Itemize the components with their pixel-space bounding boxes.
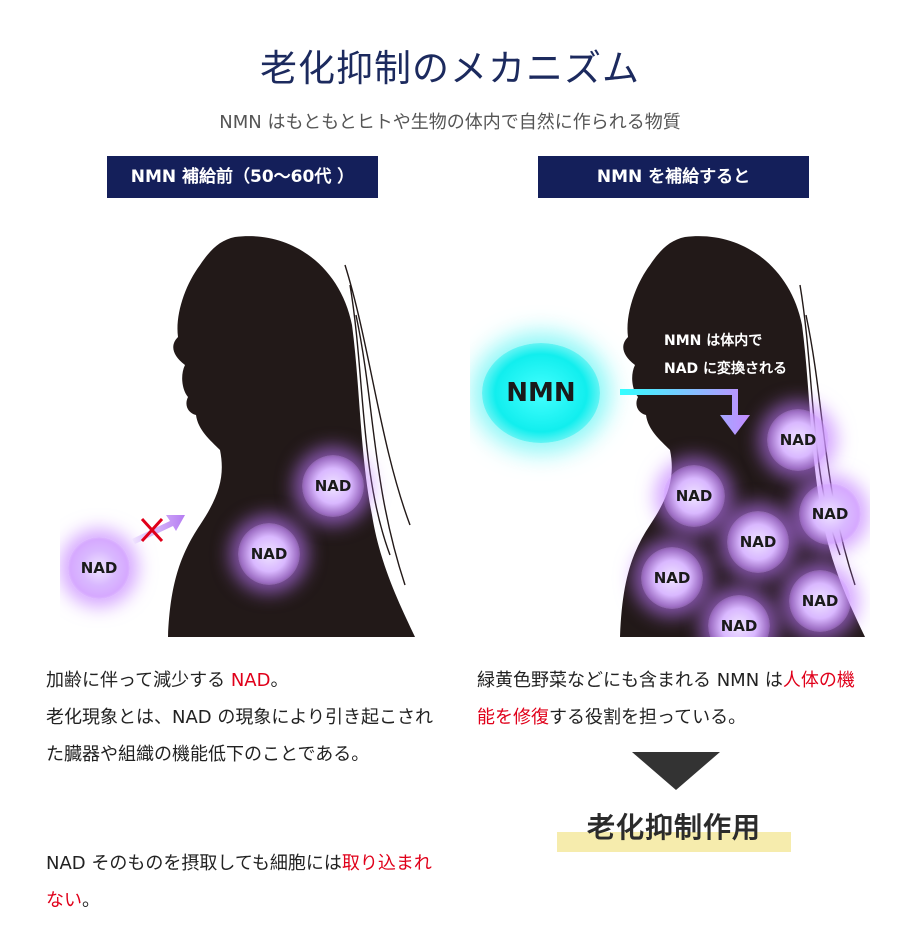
- conversion-note: NMN は体内で NAD に変換される: [664, 327, 787, 383]
- nad-outside-orb: NAD: [68, 537, 130, 599]
- text-span: する役割を担っている。: [549, 707, 747, 728]
- after-illustration: NMN NMN は体内で NAD に変換される NAD NAD NAD NAD …: [470, 225, 870, 637]
- nad-body-orb: NAD: [727, 511, 789, 573]
- before-illustration: NAD NAD NAD: [60, 225, 420, 637]
- text-span: 緑黄色野菜などにも含まれる NMN は: [477, 670, 783, 691]
- nad-label: NAD: [675, 487, 713, 505]
- highlight-text: 人体の機能を修復: [477, 670, 855, 728]
- tag-after-nmn: NMN を補給すると: [538, 156, 809, 198]
- description-line: 加齢に伴って減少する NAD。: [46, 662, 436, 699]
- woman-silhouette-left: [168, 236, 415, 637]
- result-highlight: [557, 832, 791, 852]
- description-paragraph: 老化現象とは、NAD の現象により引き起こされた臓器や組織の機能低下のことである…: [46, 707, 433, 765]
- nad-label: NAD: [314, 477, 352, 495]
- before-note: NAD そのものを摂取しても細胞には取り込まれない。: [46, 845, 446, 919]
- down-arrow-icon: [632, 752, 720, 790]
- nmn-orb: NMN: [482, 343, 600, 443]
- page-subtitle: NMN はもともとヒトや生物の体内で自然に作られる物質: [219, 112, 681, 133]
- blocked-arrow-icon: [132, 515, 185, 544]
- nad-body-orb: NAD: [708, 595, 770, 637]
- nad-label: NAD: [80, 559, 118, 577]
- nad-label: NAD: [653, 569, 691, 587]
- after-description: 緑黄色野菜などにも含まれる NMN は人体の機能を修復する役割を担っている。: [477, 662, 857, 736]
- nad-label: NAD: [250, 545, 288, 563]
- nad-body-orb: NAD: [799, 483, 861, 545]
- conversion-arrow-icon: [620, 389, 750, 435]
- nad-label: NAD: [801, 592, 839, 610]
- text-span: 。: [270, 670, 289, 691]
- nad-body-orb: NAD: [663, 465, 725, 527]
- nad-label: NAD: [739, 533, 777, 551]
- nad-body-orb: NAD: [302, 455, 364, 517]
- text-span: 。: [82, 890, 100, 911]
- tag-before-nmn: NMN 補給前（50〜60代 ）: [107, 156, 378, 198]
- highlight-text: 取り込まれない: [46, 853, 432, 911]
- nad-label: NAD: [811, 505, 849, 523]
- nmn-label: NMN: [506, 378, 576, 408]
- text-span: NAD そのものを摂取しても細胞には: [46, 853, 342, 874]
- nad-body-orb: NAD: [789, 570, 851, 632]
- nad-body-orb: NAD: [238, 523, 300, 585]
- nad-label: NAD: [779, 431, 817, 449]
- nad-body-orb: NAD: [767, 409, 829, 471]
- nad-body-orb: NAD: [641, 547, 703, 609]
- result-label: 老化抑制作用: [586, 811, 761, 844]
- note-line: NAD に変換される: [664, 361, 788, 377]
- note-line: NMN は体内で: [664, 333, 763, 349]
- before-description: 加齢に伴って減少する NAD。 老化現象とは、NAD の現象により引き起こされた…: [46, 662, 436, 773]
- text-span: 加齢に伴って減少する: [46, 670, 231, 691]
- highlight-text: NAD: [230, 670, 271, 691]
- nad-label: NAD: [720, 617, 758, 635]
- page-title: 老化抑制のメカニズム: [260, 47, 640, 90]
